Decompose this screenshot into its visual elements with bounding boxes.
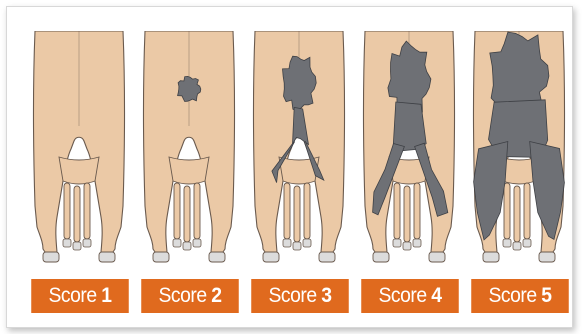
manure-soiling [393,102,426,151]
score-number: 3 [321,284,331,308]
teat-tip [303,239,311,247]
score-label: Score [378,284,426,308]
teat-tip [173,239,181,247]
teat [404,186,410,242]
teat [74,186,80,242]
score-label: Score [158,284,206,308]
teat-tip [403,242,411,250]
hoof [319,252,335,262]
cow-hindquarters-svg [469,31,569,265]
teat [64,183,70,239]
score-label: Score [488,284,536,308]
score-label: Score [48,284,96,308]
teat [294,186,300,242]
score-number: 5 [541,284,551,308]
teat [394,183,400,239]
score-number: 1 [101,284,111,308]
score-5-illustration [469,31,569,265]
cow-hindquarters-svg [29,31,129,265]
teat [524,183,530,239]
hoof [483,252,499,262]
hoof [373,252,389,262]
teat [84,183,90,239]
teat-tip [413,239,421,247]
teat [504,183,510,239]
teat-tip [513,242,521,250]
teat [414,183,420,239]
score-2-illustration [139,31,239,265]
score-number: 2 [211,284,221,308]
hoof [539,252,555,262]
score-4-illustration [359,31,459,265]
teat-tip [293,242,301,250]
teat-tip [523,239,531,247]
teat [514,186,520,242]
udder [169,157,209,184]
score-label: Score [268,284,316,308]
teat-tip [183,242,191,250]
cow-hindquarters-svg [139,31,239,265]
hoof [209,252,225,262]
cow-hindquarters-svg [249,31,349,265]
hoof [263,252,279,262]
teat [304,183,310,239]
hoof [153,252,169,262]
hoof [429,252,445,262]
score-1-illustration [29,31,129,265]
teat [184,186,190,242]
teat [194,183,200,239]
teat-tip [63,239,71,247]
teat-tip [283,239,291,247]
teat-tip [73,242,81,250]
score-number: 4 [431,284,441,308]
hoof [99,252,115,262]
teat-tip [503,239,511,247]
teat-tip [193,239,201,247]
teat-tip [83,239,91,247]
udder [59,157,99,184]
cow-hindquarters-svg [359,31,459,265]
teat [174,183,180,239]
teat-tip [393,239,401,247]
score-3-illustration [249,31,349,265]
hoof [43,252,59,262]
teat [284,183,290,239]
